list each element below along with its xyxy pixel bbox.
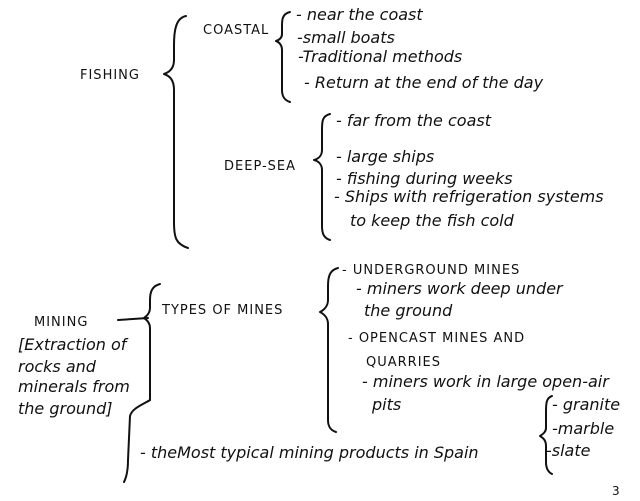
products-brace [539,395,553,475]
mine-types-brace [319,267,339,433]
coastal-item: -small boats [297,28,395,47]
mining-connector-line [117,317,149,321]
mining-label: MINING [34,315,89,330]
deep-sea-item: - far from the coast [336,111,491,130]
coastal-item: -Traditional methods [298,47,463,66]
deep-sea-item: - Ships with refrigeration systems [334,187,604,206]
products-label: - theMost typical mining products in Spa… [140,443,479,462]
coastal-brace [275,11,291,103]
types-of-mines-brace [143,283,161,401]
opencast-detail: - miners work in large open-air [362,372,609,391]
page-number: 3 [612,484,620,498]
coastal-item: - near the coast [296,5,423,24]
underground-mines-label: - UNDERGROUND MINES [342,263,521,278]
product-item: -marble [552,419,615,438]
mining-main-brace [123,399,151,483]
deep-sea-label: DEEP-SEA [224,159,297,174]
deep-sea-item: - fishing during weeks [336,169,513,188]
deep-sea-item: - large ships [336,147,435,166]
underground-detail-cont: the ground [364,301,453,320]
product-item: - granite [552,395,621,414]
mining-description-line: rocks and [18,357,96,376]
mining-description-line: the ground] [18,399,113,418]
opencast-mines-label: - OPENCAST MINES AND [348,331,526,346]
coastal-label: COASTAL [203,23,270,38]
opencast-detail-cont: pits [372,395,402,414]
underground-detail: - miners work deep under [356,279,563,298]
fishing-brace [163,15,189,249]
quarries-label: QUARRIES [366,355,442,370]
mining-description-line: minerals from [18,377,130,396]
types-of-mines-label: TYPES OF MINES [162,303,284,318]
coastal-item: - Return at the end of the day [304,73,544,92]
mining-description-line: [Extraction of [18,335,127,354]
product-item: -slate [546,441,591,460]
deep-sea-item-cont: to keep the fish cold [350,211,514,230]
deep-sea-brace [313,113,331,241]
fishing-label: FISHING [80,68,140,83]
